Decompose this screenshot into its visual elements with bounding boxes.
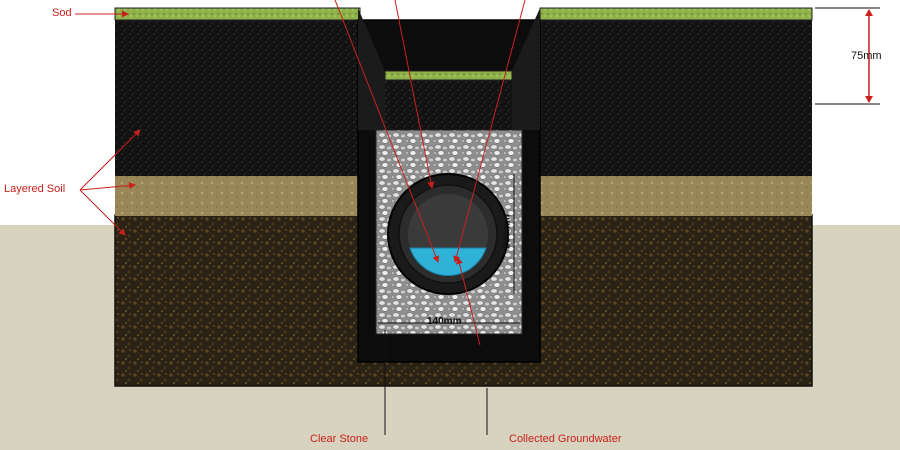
clear-stone-label: Clear Stone	[310, 433, 369, 445]
trench-sod	[384, 70, 513, 81]
sod-label: Sod	[52, 7, 72, 19]
layered-soil-leader-1	[79, 129, 141, 191]
trench-slope-right	[512, 8, 540, 130]
top-leader-1	[334, 0, 440, 263]
topsoil-left	[115, 20, 360, 176]
trench-topsoil	[385, 80, 512, 130]
sod-strip-right	[539, 7, 813, 21]
layered-soil-label: Layered Soil	[4, 183, 66, 195]
collected-groundwater-label: Collected Groundwater	[509, 433, 622, 445]
trench-slope-left	[358, 8, 385, 130]
pipe-height-dimension-label: 200mm	[501, 214, 513, 249]
layered-soil-leader-2	[79, 182, 136, 191]
trench-width-dimension-label: 140mm	[427, 316, 462, 327]
collected-water	[409, 247, 487, 277]
sand-layer-right	[540, 176, 812, 216]
top-leader-3	[453, 0, 526, 263]
sand-layer-left	[115, 176, 360, 216]
depth-dim-arrow-bottom	[865, 96, 873, 103]
top-leader-2	[394, 0, 435, 189]
sod-strip-left	[114, 7, 361, 21]
layered-soil-leader-3	[79, 189, 126, 236]
depth-dim-arrow-top	[865, 9, 873, 16]
depth-dimension-label: 75mm	[851, 50, 882, 62]
topsoil-right	[540, 20, 812, 176]
groundwater-leader-diag	[456, 257, 481, 346]
